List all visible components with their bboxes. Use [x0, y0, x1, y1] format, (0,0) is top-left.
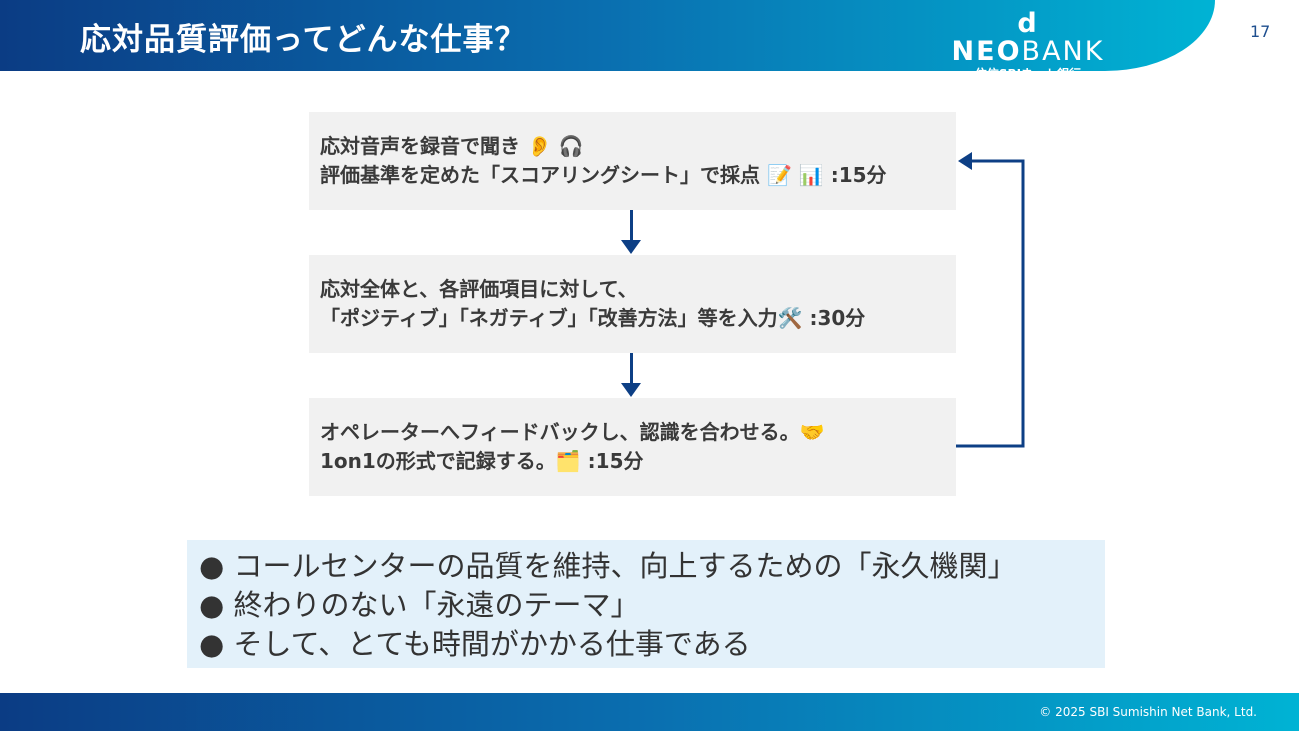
step-3-line-2: 1on1の形式で記録する。🗂️ :15分 — [320, 449, 644, 473]
step-2-line-1: 応対全体と、各評価項目に対して、 — [320, 277, 638, 301]
flow-step-2: 応対全体と、各評価項目に対して、 「ポジティブ」「ネガティブ」「改善方法」等を入… — [309, 255, 956, 353]
loop-back-arrow — [956, 152, 1025, 448]
step-3-line-1: オペレーターへフィードバックし、認識を合わせる。🤝 — [320, 420, 825, 444]
slide-title: 応対品質評価ってどんな仕事？ — [80, 22, 527, 58]
page-number: 17 — [1250, 22, 1271, 41]
neobank-logo: d NEOBANK 住信SBIネット銀行 — [944, 10, 1112, 82]
arrow-2-shaft — [630, 353, 633, 385]
summary-item: ● そして、とても時間がかかる仕事である — [199, 627, 751, 661]
step-1-line-1: 応対音声を録音で聞き 👂 🎧 — [320, 134, 584, 158]
logo-text-bold: d NEO — [951, 8, 1039, 67]
arrow-down-icon — [621, 240, 641, 254]
footer-bar: © 2025 SBI Sumishin Net Bank, Ltd. — [0, 693, 1299, 731]
flow-step-3: オペレーターへフィードバックし、認識を合わせる。🤝 1on1の形式で記録する。🗂… — [309, 398, 956, 496]
header-bar: 応対品質評価ってどんな仕事？ d NEOBANK 住信SBIネット銀行 — [0, 0, 1215, 81]
step-2-line-2: 「ポジティブ」「ネガティブ」「改善方法」等を入力🛠️ :30分 — [320, 306, 866, 330]
summary-item: ● 終わりのない「永遠のテーマ」 — [199, 588, 640, 622]
summary-item: ● コールセンターの品質を維持、向上するための「永久機関」 — [199, 549, 1017, 583]
copyright: © 2025 SBI Sumishin Net Bank, Ltd. — [1039, 705, 1257, 719]
step-1-line-2: 評価基準を定めた「スコアリングシート」で採点 📝 📊 :15分 — [320, 163, 887, 187]
arrow-down-icon — [621, 383, 641, 397]
logo-subtext: 住信SBIネット銀行 — [974, 67, 1082, 81]
arrow-1-shaft — [630, 210, 633, 242]
flow-step-1: 応対音声を録音で聞き 👂 🎧 評価基準を定めた「スコアリングシート」で採点 📝 … — [309, 112, 956, 210]
logo-text: BANK — [1021, 36, 1105, 67]
summary-box: ● コールセンターの品質を維持、向上するための「永久機関」 ● 終わりのない「永… — [187, 540, 1105, 668]
